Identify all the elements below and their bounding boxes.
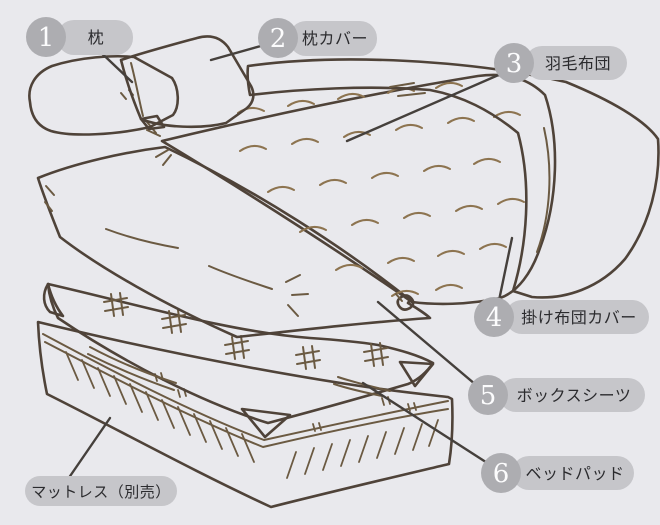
mattress (36, 320, 454, 509)
label-3-number: 3 (506, 49, 523, 79)
label-4-number: 4 (486, 303, 503, 333)
label-5-badge (468, 375, 508, 415)
label-3-text: 羽毛布団 (545, 55, 611, 73)
label-2-pill (289, 21, 377, 56)
comforter-tie-loop (396, 294, 415, 311)
label-2: 2 枕カバー (258, 18, 377, 58)
bed-pad-right-corner-fold (398, 360, 435, 388)
label-6: 6 ベッドパッド (481, 453, 634, 493)
label-mattress: マットレス（別売） (25, 476, 177, 506)
label-4-text: 掛け布団カバー (521, 309, 637, 327)
leader-line-2 (209, 42, 270, 62)
label-1: 1 枕 (26, 17, 133, 57)
label-4-pill (505, 300, 649, 334)
label-5-text: ボックスシーツ (517, 387, 632, 405)
leader-line-6 (361, 381, 494, 468)
label-1-number: 1 (38, 23, 55, 53)
pillow-cover (119, 35, 255, 131)
label-2-number: 2 (270, 24, 287, 54)
label-1-pill (57, 20, 133, 55)
leader-line-mattress (64, 416, 112, 484)
label-6-number: 6 (493, 459, 510, 489)
label-5-number: 5 (480, 381, 497, 411)
label-mattress-pill (25, 476, 177, 506)
bed-pad-front-corner-fold (240, 407, 292, 439)
label-3-badge (494, 43, 534, 83)
label-2-text: 枕カバー (302, 30, 368, 48)
label-5-pill (499, 378, 645, 412)
label-6-badge (481, 453, 521, 493)
box-sheet (36, 145, 432, 339)
label-4-badge (474, 297, 514, 337)
label-3: 3 羽毛布団 (494, 43, 627, 83)
label-5: 5 ボックスシーツ (468, 375, 645, 415)
duvet-cover (246, 58, 660, 299)
pillow-cover-fold (139, 114, 166, 131)
leader-line-5 (376, 300, 484, 392)
label-mattress-text: マットレス（別売） (31, 484, 171, 501)
bed-pad-corner-strap (42, 282, 65, 318)
label-6-pill (512, 456, 634, 490)
label-3-pill (525, 46, 627, 80)
label-2-badge (258, 18, 298, 58)
label-1-text: 枕 (88, 29, 105, 47)
label-6-text: ベッドパッド (525, 466, 624, 483)
leader-line-3 (345, 68, 512, 143)
bed-pad (42, 282, 435, 439)
label-1-badge (26, 17, 66, 57)
label-4: 4 掛け布団カバー (474, 297, 649, 337)
